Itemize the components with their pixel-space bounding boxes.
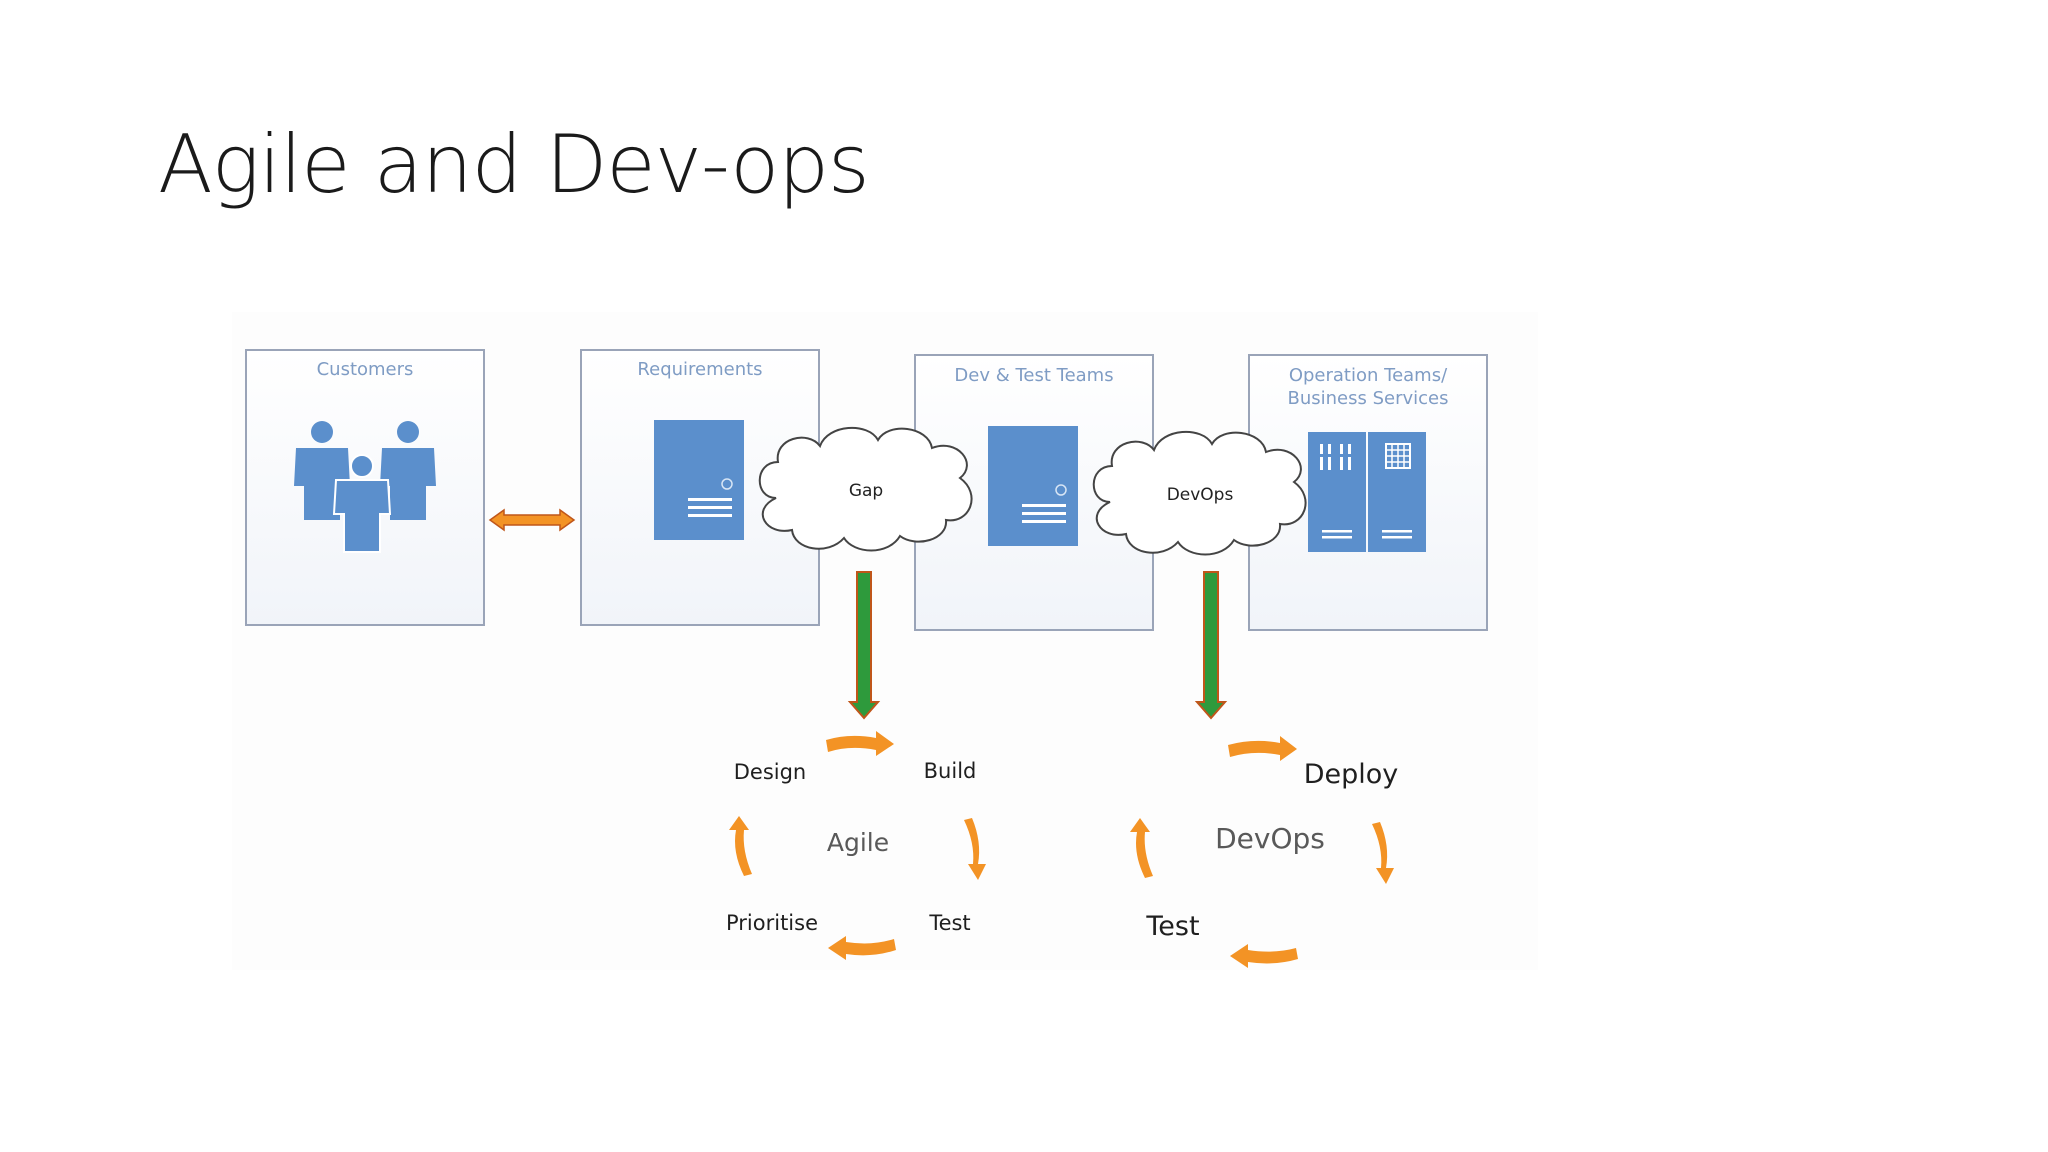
- agile-cycle: Agile Design Build Test Prioritise: [726, 731, 986, 960]
- agile-step-build: Build: [924, 759, 977, 783]
- cycle-arrow-up-icon: [729, 816, 752, 876]
- devops-cloud: DevOps: [1092, 430, 1307, 556]
- cycle-arrow-right-icon: [826, 731, 894, 756]
- server-rack-icon: [1308, 432, 1426, 552]
- cycle-arrow-left-icon: [828, 936, 896, 960]
- customers-box: Customers: [245, 349, 485, 626]
- two-way-arrow: [488, 508, 576, 532]
- agile-step-design: Design: [734, 760, 807, 784]
- agile-step-prioritise: Prioritise: [726, 911, 818, 935]
- gap-cloud: Gap: [758, 426, 973, 552]
- operations-label-line2: Business Services: [1288, 388, 1449, 409]
- dev-test-label: Dev & Test Teams: [954, 365, 1113, 386]
- cycle-arrow-down-icon: [1372, 822, 1394, 884]
- people-icon: [294, 421, 436, 553]
- cycle-arrow-right-icon: [1228, 736, 1297, 761]
- agile-center-label: Agile: [827, 828, 889, 857]
- operations-label-line1: Operation Teams/: [1289, 365, 1448, 386]
- server-icon: [654, 420, 744, 540]
- cycle-arrow-up-icon: [1130, 818, 1153, 878]
- devops-center-label: DevOps: [1215, 822, 1325, 855]
- gap-label: Gap: [849, 481, 883, 501]
- cycle-arrow-left-icon: [1230, 944, 1298, 968]
- devops-step-deploy: Deploy: [1304, 759, 1399, 790]
- agile-step-test: Test: [928, 911, 970, 935]
- requirements-label: Requirements: [637, 359, 762, 380]
- server-icon: [988, 426, 1078, 546]
- down-arrow-agile: [847, 571, 881, 720]
- requirements-box: Requirements: [580, 349, 820, 626]
- devops-step-test: Test: [1145, 911, 1199, 942]
- devops-cycle: DevOps Deploy Test: [1130, 736, 1398, 968]
- devops-cloud-label: DevOps: [1167, 485, 1234, 505]
- down-arrow-devops: [1194, 571, 1228, 720]
- cycle-arrow-down-icon: [964, 818, 986, 880]
- slide-title: Agile and Dev-ops: [158, 118, 870, 211]
- customers-label: Customers: [317, 359, 414, 380]
